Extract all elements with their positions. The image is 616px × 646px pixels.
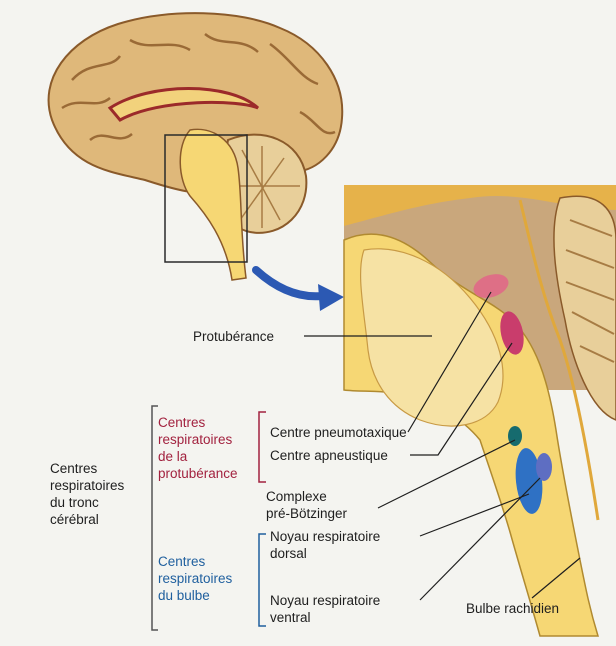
zoom-arrow — [256, 270, 344, 311]
label-protuberance: Protubérance — [193, 328, 274, 345]
label-apneustique: Centre apneustique — [270, 447, 388, 464]
brainstem-detail — [344, 185, 616, 636]
bracket-bulbe — [259, 534, 266, 626]
label-noyau-ventral: Noyau respiratoire ventral — [270, 592, 380, 626]
label-centres-protuberance: Centres respiratoires de la protubérance — [158, 414, 238, 482]
label-centres-bulbe: Centres respiratoires du bulbe — [158, 553, 232, 604]
label-centres-tronc: Centres respiratoires du tronc cérébral — [50, 460, 124, 528]
label-noyau-dorsal: Noyau respiratoire dorsal — [270, 528, 380, 562]
label-pre-botzinger: Complexe pré-Bötzinger — [266, 488, 347, 522]
label-pneumotaxique: Centre pneumotaxique — [270, 424, 407, 441]
bracket-protuberance — [259, 412, 266, 482]
brain-sagittal-illustration — [49, 13, 343, 280]
ventral-respiratory-group — [536, 453, 552, 481]
label-bulbe-rachidien: Bulbe rachidien — [466, 600, 559, 617]
